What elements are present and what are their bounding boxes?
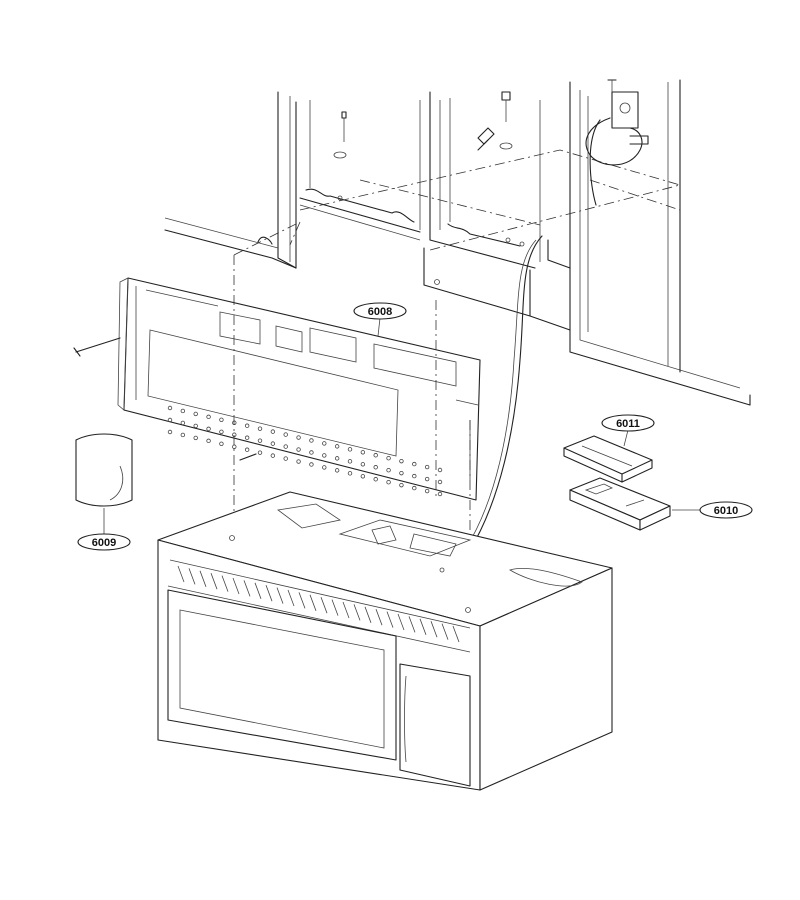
plate-hole-row [167, 405, 443, 497]
callout-6008: 6008 [353, 302, 407, 337]
alignment-lines [233, 221, 471, 610]
microwave-oven [157, 491, 613, 791]
power-cord-icon [585, 117, 649, 206]
bolt-icon [499, 91, 525, 247]
upper-cabinets [164, 79, 751, 406]
small-screw-icon [239, 453, 257, 461]
mounting-plate [73, 277, 481, 501]
callout-6009: 6009 [77, 508, 131, 551]
callout-label-6010: 6010 [714, 505, 738, 517]
power-outlet-icon [607, 79, 639, 129]
callout-6010: 6010 [672, 501, 753, 519]
callout-label-6008: 6008 [368, 306, 392, 318]
callout-label-6011: 6011 [616, 418, 640, 430]
callout-6011: 6011 [601, 414, 655, 447]
lag-screw-icon [73, 337, 121, 357]
callout-label-6009: 6009 [92, 537, 116, 549]
hardware-bag [75, 433, 133, 507]
mounting-bracket [569, 477, 671, 531]
screw-icon [333, 111, 347, 201]
vent-grille [177, 565, 460, 643]
filter-cover [563, 435, 653, 483]
toggle-bolt-icon [477, 127, 495, 151]
